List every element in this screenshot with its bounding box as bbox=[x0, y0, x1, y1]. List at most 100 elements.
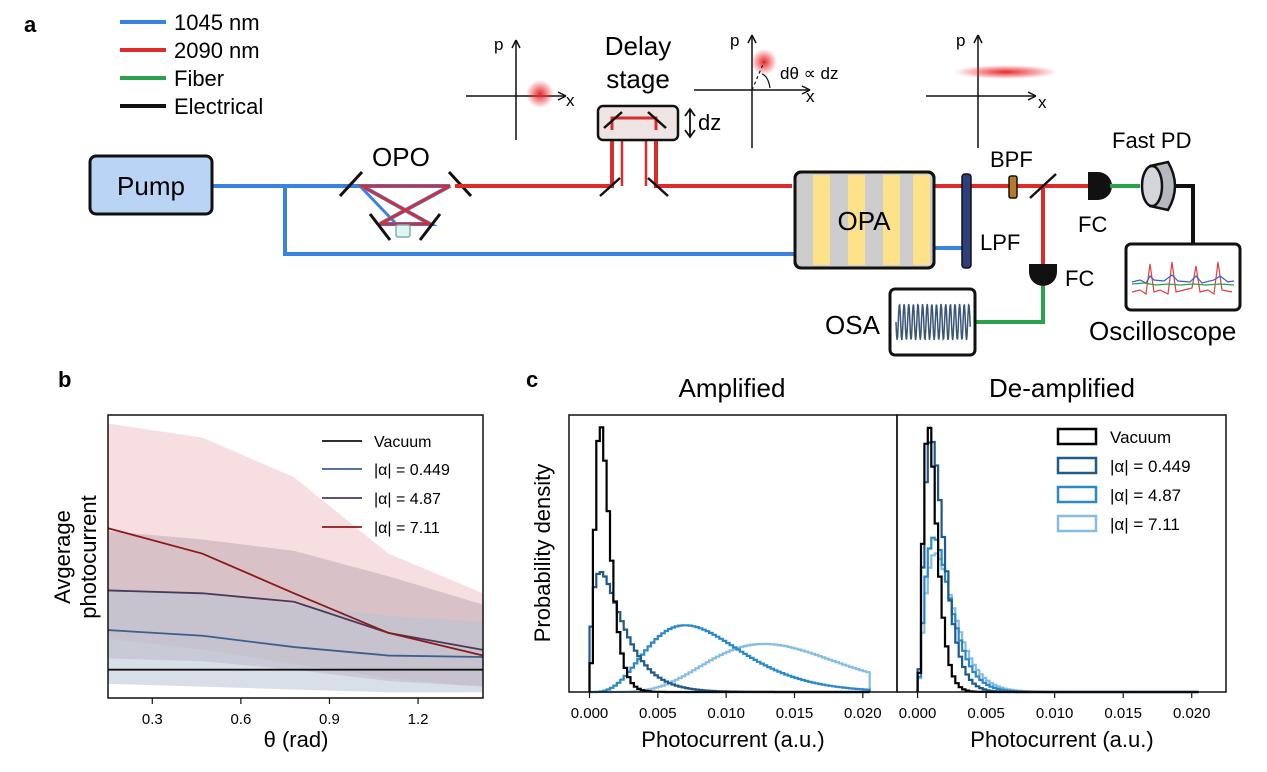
c-xtick-label: 0.000 bbox=[571, 705, 609, 722]
pump-source: Pump bbox=[88, 154, 214, 216]
phase-space-rotated: p x dθ ∝ dz bbox=[694, 31, 838, 148]
c-legend-swatch-a487 bbox=[1056, 485, 1098, 504]
opo-cavity: OPO bbox=[338, 142, 473, 241]
c-xtick-label: 0.015 bbox=[776, 705, 814, 722]
setup-legend: 1045 nm 2090 nm Fiber Electrical bbox=[120, 10, 263, 119]
b-xtick-label: 0.9 bbox=[319, 711, 340, 728]
fiber-to-osa bbox=[976, 286, 1045, 324]
c-xtick-label: 0.000 bbox=[899, 705, 937, 722]
phase-space-output: p x bbox=[926, 31, 1058, 148]
legend-label-1045: 1045 nm bbox=[174, 10, 260, 35]
c-legend-swatch-a0449 bbox=[1056, 456, 1098, 475]
dz-arrow-icon bbox=[684, 107, 696, 139]
osa-icon bbox=[888, 287, 977, 357]
phase-x2: x bbox=[806, 87, 815, 106]
fast-pd-label: Fast PD bbox=[1112, 128, 1191, 153]
c-xtick-label: 0.005 bbox=[967, 705, 1005, 722]
b-legend-a0449: |α| = 0.449 bbox=[374, 462, 450, 479]
phase-dtheta-label: dθ ∝ dz bbox=[780, 64, 838, 83]
c-x-ticks: 0.000 0.005 0.010 0.015 0.020 0.000 0.005 0.010… bbox=[571, 692, 1211, 722]
c-xtick-label: 0.015 bbox=[1104, 705, 1142, 722]
b-series-line-3 bbox=[107, 527, 484, 657]
b-band-1 bbox=[108, 587, 483, 693]
opo-mirror-bottom-left bbox=[368, 213, 392, 241]
phase-x3: x bbox=[1038, 93, 1047, 112]
state-spot-input bbox=[526, 80, 554, 108]
phase-p1: p bbox=[494, 35, 503, 54]
c-title-amplified: Amplified bbox=[679, 373, 786, 403]
c-xtick-label: 0.010 bbox=[707, 705, 745, 722]
panel-label-b: b bbox=[58, 367, 71, 392]
oscilloscope-icon bbox=[1124, 242, 1242, 312]
state-spot-squeezed bbox=[954, 65, 1058, 79]
c-plot-amplified bbox=[588, 426, 871, 694]
c-legend-a711: |α| = 7.11 bbox=[1110, 515, 1180, 534]
opo-crystal bbox=[395, 224, 411, 238]
b-legend: Vacuum |α| = 0.449 |α| = 4.87 |α| = 7.11 bbox=[322, 434, 450, 537]
b-series-line-1 bbox=[107, 629, 484, 658]
pump-box bbox=[88, 154, 214, 216]
legend-label-2090: 2090 nm bbox=[174, 38, 260, 63]
b-series-line-2 bbox=[107, 589, 484, 651]
c-xtick-label: 0.020 bbox=[844, 705, 882, 722]
fc-bottom-label: FC bbox=[1065, 266, 1094, 291]
fast-pd-icon bbox=[1140, 160, 1177, 212]
c-legend: Vacuum |α| = 0.449 |α| = 4.87 |α| = 7.11 bbox=[1056, 427, 1191, 534]
opa-crystal: OPA bbox=[793, 170, 936, 270]
oscilloscope-label: Oscilloscope bbox=[1089, 316, 1236, 346]
bpf-filter bbox=[1008, 175, 1018, 199]
c-hist-1-1 bbox=[916, 440, 1199, 694]
c-legend-vacuum: Vacuum bbox=[1110, 428, 1171, 447]
b-axes-frame bbox=[107, 414, 484, 699]
lpf-filter bbox=[961, 173, 972, 269]
b-ylabel-line1: Avgerage bbox=[50, 510, 75, 604]
delay-mirror-right bbox=[647, 111, 667, 129]
c-ylabel: Probability density bbox=[530, 464, 555, 643]
c-hist-1-2 bbox=[916, 536, 1199, 694]
legend-label-fiber: Fiber bbox=[174, 66, 224, 91]
phase-x1: x bbox=[566, 91, 575, 110]
c-hist-0-1 bbox=[588, 571, 870, 694]
delay-mirror-left bbox=[603, 111, 623, 129]
delay-stage: Delay stage dz bbox=[596, 31, 721, 197]
panel-label-a: a bbox=[24, 12, 37, 37]
opa-label: OPA bbox=[838, 206, 892, 236]
c-legend-a0449: |α| = 0.449 bbox=[1110, 457, 1191, 476]
osa-label: OSA bbox=[825, 310, 881, 340]
dz-label: dz bbox=[698, 110, 721, 135]
lpf-label: LPF bbox=[980, 230, 1020, 255]
c-legend-a487: |α| = 4.87 bbox=[1110, 486, 1181, 505]
c-xlabel-left: Photocurrent (a.u.) bbox=[641, 727, 824, 752]
opo-mirror-bottom-right bbox=[418, 213, 442, 241]
electrical-cable bbox=[1174, 184, 1195, 244]
c-xtick-label: 0.010 bbox=[1036, 705, 1074, 722]
delay-label-line2: stage bbox=[606, 64, 670, 94]
b-xtick-label: 0.6 bbox=[230, 711, 251, 728]
c-hist-0-2 bbox=[589, 624, 871, 694]
delay-label-line1: Delay bbox=[605, 31, 671, 61]
fc-top-label: FC bbox=[1078, 212, 1107, 237]
b-xtick-label: 0.3 bbox=[142, 711, 163, 728]
pump-label: Pump bbox=[117, 171, 185, 201]
b-ylabel-line2: photocurrent bbox=[76, 495, 101, 619]
opo-label: OPO bbox=[372, 142, 430, 172]
c-hist-1-3 bbox=[916, 552, 1199, 694]
b-legend-vacuum: Vacuum bbox=[374, 434, 432, 451]
c-xtick-label: 0.020 bbox=[1173, 705, 1211, 722]
delay-input-mirror bbox=[599, 177, 621, 197]
phase-p3: p bbox=[956, 31, 965, 50]
c-legend-swatch-vacuum bbox=[1056, 427, 1098, 446]
panel-a-setup-diagram: a 1045 nm 2090 nm Fiber Electrical bbox=[24, 10, 1242, 357]
panel-label-c: c bbox=[526, 367, 538, 392]
c-legend-swatch-a711 bbox=[1056, 514, 1098, 533]
legend-label-electrical: Electrical bbox=[174, 94, 263, 119]
phase-space-input: p x bbox=[466, 35, 575, 140]
bpf-label: BPF bbox=[990, 147, 1033, 172]
c-xlabel-right: Photocurrent (a.u.) bbox=[970, 727, 1153, 752]
fc-top-icon bbox=[1088, 172, 1112, 200]
b-legend-a487: |α| = 4.87 bbox=[374, 491, 441, 508]
c-xtick-label: 0.005 bbox=[639, 705, 677, 722]
